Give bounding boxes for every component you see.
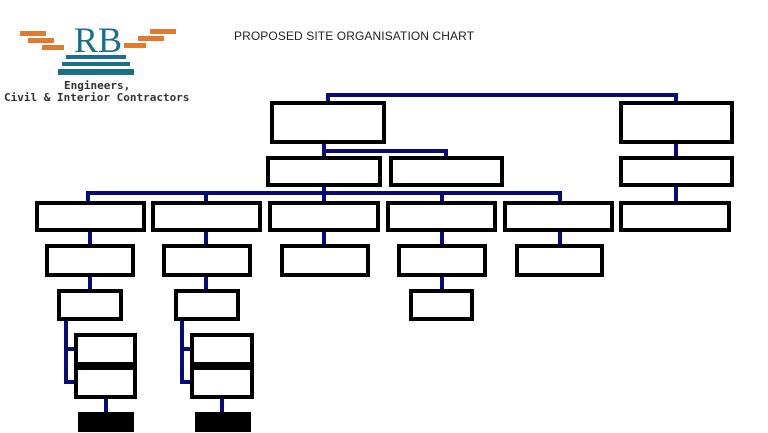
- org-box: [270, 101, 386, 144]
- connector: [86, 191, 562, 203]
- org-box-filled: [78, 412, 134, 432]
- logo-tagline-1: Engineers,: [64, 79, 131, 92]
- org-box: [151, 201, 262, 232]
- org-box-filled: [195, 412, 251, 432]
- filled-boxes: [78, 412, 251, 432]
- logo-tagline-2: Civil & Interior Contractors: [4, 91, 190, 104]
- org-box: [190, 333, 254, 366]
- org-box: [35, 201, 146, 232]
- connector: [64, 319, 76, 384]
- logo-monogram: RB: [74, 20, 122, 60]
- org-box: [619, 201, 731, 232]
- connectors: [64, 93, 678, 412]
- org-box: [515, 244, 604, 277]
- org-box: [45, 244, 135, 277]
- org-box: [619, 156, 734, 187]
- org-box: [190, 366, 254, 399]
- org-box: [162, 244, 252, 277]
- org-box: [57, 289, 123, 321]
- org-box: [409, 289, 474, 321]
- org-box: [74, 333, 137, 366]
- org-box: [389, 156, 504, 187]
- org-box: [74, 366, 137, 399]
- connector: [324, 149, 448, 158]
- company-logo: RB: [0, 0, 200, 110]
- org-box: [503, 201, 614, 232]
- org-box: [268, 201, 380, 232]
- org-box: [386, 201, 497, 232]
- org-box: [174, 289, 240, 321]
- page-title: PROPOSED SITE ORGANISATION CHART: [234, 29, 475, 43]
- org-box: [397, 244, 487, 277]
- org-box: [266, 156, 382, 187]
- connector: [180, 319, 192, 384]
- org-box: [280, 244, 370, 277]
- boxes: [35, 101, 734, 399]
- org-box: [619, 101, 734, 144]
- connector-top: [326, 93, 678, 103]
- logo-emblem-icon: RB: [20, 20, 176, 75]
